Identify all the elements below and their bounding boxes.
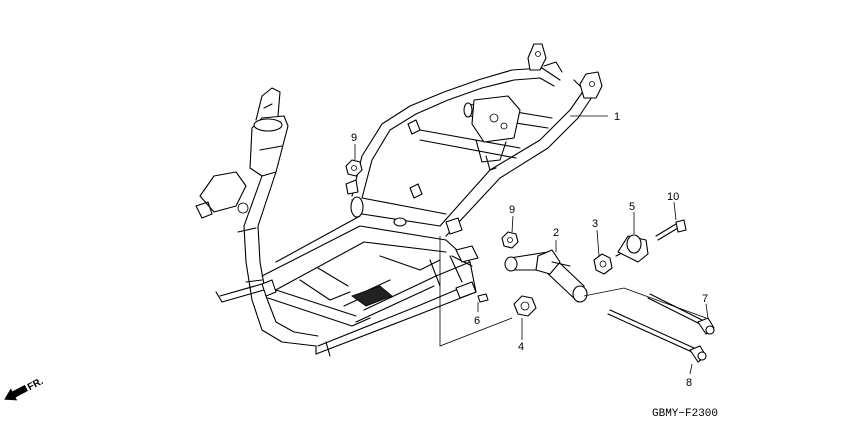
- front-direction-arrow: FR.: [4, 376, 46, 401]
- diagram-code: GBMY−F2300: [652, 408, 718, 420]
- stopper-rubber-5: [615, 234, 649, 263]
- nut-9a: [345, 159, 363, 177]
- bolt-7: [647, 293, 715, 335]
- callout-8: 8: [686, 377, 692, 389]
- callout-9a: 9: [351, 132, 357, 144]
- callout-5: 5: [629, 201, 635, 213]
- front-label: FR.: [26, 376, 46, 393]
- rubber-bushing-4: [513, 295, 537, 317]
- callout-1: 1: [614, 111, 620, 123]
- callout-3: 3: [592, 218, 598, 230]
- nut-9b: [501, 231, 519, 249]
- callout-7: 7: [702, 293, 708, 305]
- leader-4-lines: [439, 236, 513, 347]
- leader-lines: [354, 115, 709, 375]
- bolt-10: [655, 219, 687, 241]
- bracket-plate-6: [455, 281, 489, 303]
- callout-6: 6: [474, 315, 480, 327]
- callout-10: 10: [667, 191, 679, 203]
- callout-2: 2: [553, 227, 559, 239]
- bolt-8: [607, 309, 707, 363]
- callout-4: 4: [518, 341, 524, 353]
- rubber-bushing-3: [593, 253, 613, 275]
- engine-hanger-link: [504, 249, 588, 303]
- callout-9b: 9: [509, 204, 515, 216]
- frame-body: [195, 43, 603, 357]
- arrow-icon: [4, 384, 28, 401]
